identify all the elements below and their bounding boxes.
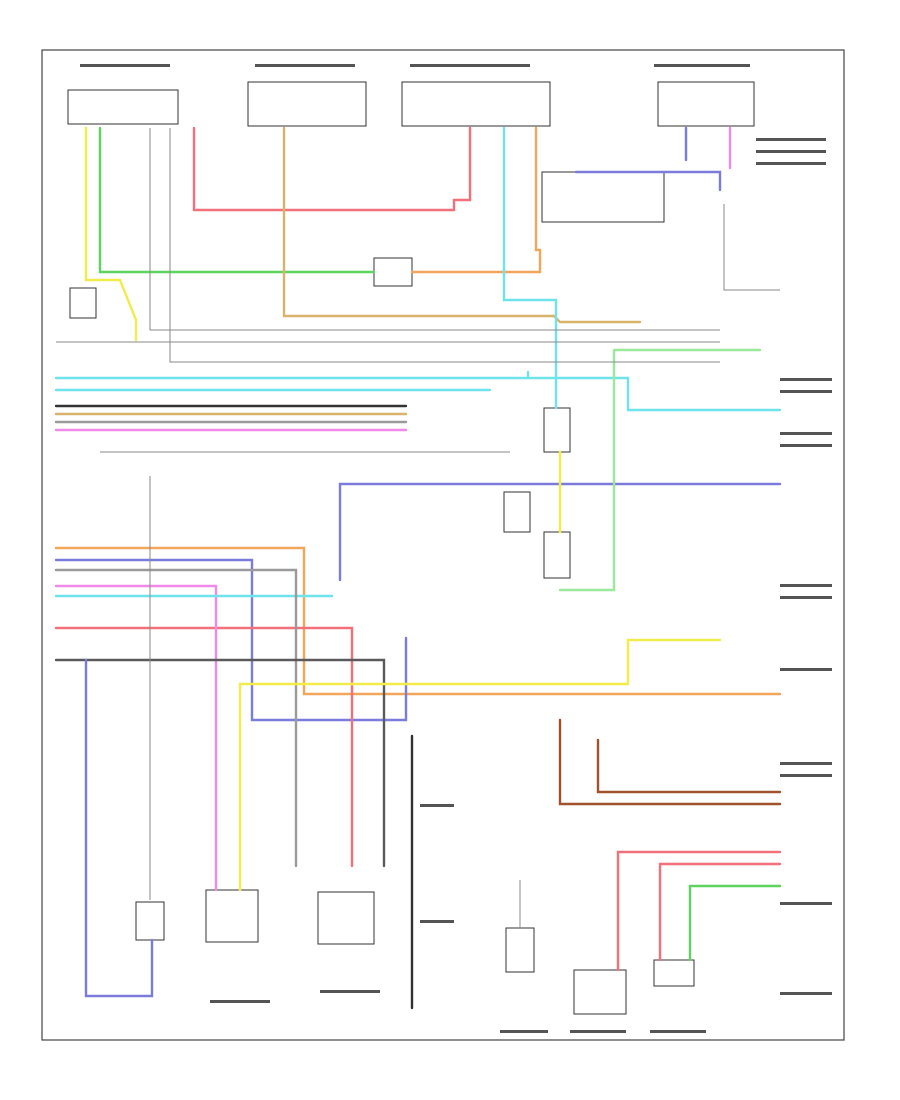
w-violet-bottom-left — [84, 658, 154, 998]
w-light-green-right — [558, 348, 762, 592]
bottom-switch-box-2 — [573, 969, 627, 1015]
top-right-component-box — [657, 81, 755, 127]
center-connector-block — [373, 257, 413, 287]
wiring-harness — [54, 126, 782, 1010]
center-right-module — [543, 407, 571, 453]
w-brown-lower-right — [558, 718, 782, 806]
center-lower-module — [543, 531, 571, 579]
bottom-right-box — [653, 959, 695, 987]
thin-connector-lines — [56, 128, 780, 928]
w-orange-lower — [54, 546, 782, 696]
w-yellow-left-vertical — [84, 126, 138, 342]
w-cyan-bus-1 — [54, 370, 782, 412]
bottom-switch-box — [205, 889, 259, 943]
w-red-top — [192, 126, 472, 212]
center-module — [503, 491, 531, 533]
w-yellow-lower — [238, 638, 722, 892]
w-violet-right — [338, 482, 782, 582]
bottom-sensor-box — [505, 927, 535, 973]
bottom-motor-box — [317, 891, 375, 945]
w-gray-lower — [54, 568, 298, 868]
w-violet-top-right — [574, 126, 722, 192]
w-orange-center — [410, 126, 542, 274]
diagram-frame — [41, 49, 845, 1041]
bottom-left-sensor — [135, 901, 165, 941]
center-relay-box — [541, 171, 665, 223]
top-center-right-component-box — [401, 81, 551, 127]
w-red-lower — [54, 626, 354, 868]
w-cyan-vertical — [502, 126, 558, 410]
w-pink-lower — [54, 584, 218, 892]
w-dark-gray-lower — [54, 658, 386, 868]
left-sensor-box — [69, 287, 97, 319]
top-left-component-box — [67, 89, 179, 125]
w-green-bottom-right — [688, 884, 782, 962]
w-red-bottom-right — [616, 850, 782, 972]
illegible-label-marks — [80, 64, 832, 1033]
w-tan-horizontal — [282, 126, 642, 324]
top-center-left-component-box — [247, 81, 367, 127]
w-violet-lower — [54, 558, 408, 722]
w-green-top — [98, 126, 376, 274]
